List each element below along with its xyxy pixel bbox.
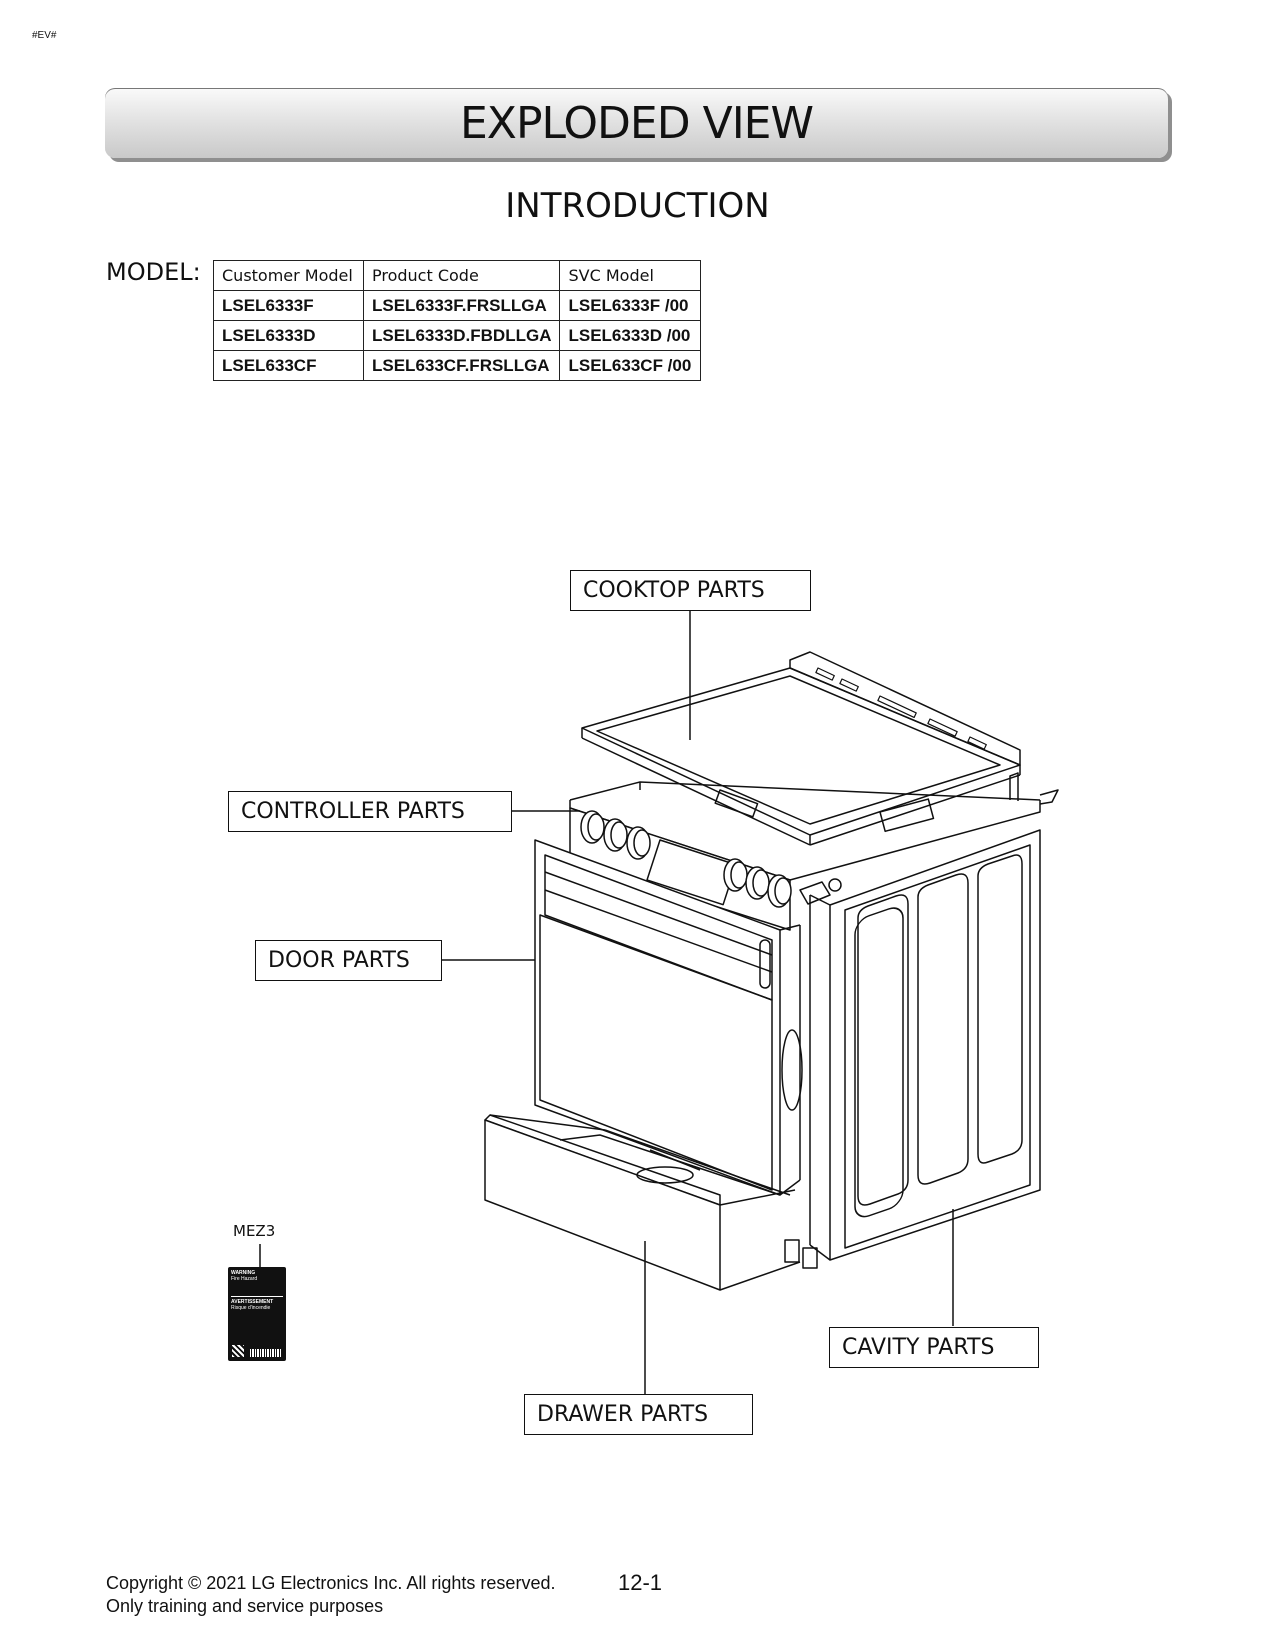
page-number: 12-1 [618,1570,663,1595]
product-code-cell: LSEL6333F.FRSLLGA [362,290,561,321]
page-title: EXPLODED VIEW [460,98,814,149]
svc-model-cell: LSEL6333F /00 [559,290,702,321]
purpose-text: Only training and service purposes [106,1596,384,1616]
footer: Copyright © 2021 LG Electronics Inc. All… [106,1572,555,1618]
table-row: LSEL6333D LSEL6333D.FBDLLGA LSEL6333D /0… [213,320,702,351]
customer-model-cell: LSEL633CF [213,350,364,381]
product-code-cell: LSEL633CF.FRSLLGA [362,350,561,381]
cooktop-glass [581,651,1021,846]
cavity-side-panel [809,829,1041,1261]
warning-label-part-number: MEZ3 [233,1222,276,1240]
warning-line: WARNING [231,1270,256,1276]
header-svc-model: SVC Model [559,260,702,291]
warning-line: Fire Hazard [231,1276,258,1282]
warning-divider [231,1282,283,1297]
model-table: Customer Model Product Code SVC Model LS… [213,260,702,381]
header-product-code: Product Code [362,260,561,291]
barcode-icon [250,1349,282,1357]
qr-code-icon [232,1345,244,1357]
oven-door [534,839,803,1196]
cooktop-parts-callout[interactable]: COOKTOP PARTS [570,570,811,611]
table-row: LSEL6333F LSEL6333F.FRSLLGA LSEL6333F /0… [213,290,702,321]
header-customer-model: Customer Model [213,260,364,291]
leader-lines [259,611,954,1394]
warning-line: Risque d'incendie [231,1305,271,1311]
storage-drawer [484,1114,818,1291]
section-title: INTRODUCTION [505,186,770,226]
product-code-cell: LSEL6333D.FBDLLGA [362,320,561,351]
svc-model-cell: LSEL633CF /00 [559,350,702,381]
control-panel [569,807,792,931]
copyright-text: Copyright © 2021 LG Electronics Inc. All… [106,1573,556,1593]
page-tag: #EV# [32,30,57,41]
warning-label-image: WARNING Fire Hazard AVERTISSEMENT Risque… [228,1267,286,1361]
customer-model-cell: LSEL6333D [213,320,364,351]
customer-model-cell: LSEL6333F [213,290,364,321]
warning-line: AVERTISSEMENT [231,1299,274,1305]
door-parts-callout[interactable]: DOOR PARTS [255,940,442,981]
controller-parts-callout[interactable]: CONTROLLER PARTS [228,791,512,832]
table-header-row: Customer Model Product Code SVC Model [213,260,702,291]
drawer-parts-callout[interactable]: DRAWER PARTS [524,1394,753,1435]
table-row: LSEL633CF LSEL633CF.FRSLLGA LSEL633CF /0… [213,350,702,381]
model-label: MODEL: [106,258,201,286]
title-banner: EXPLODED VIEW [105,88,1168,158]
cavity-parts-callout[interactable]: CAVITY PARTS [829,1327,1039,1368]
